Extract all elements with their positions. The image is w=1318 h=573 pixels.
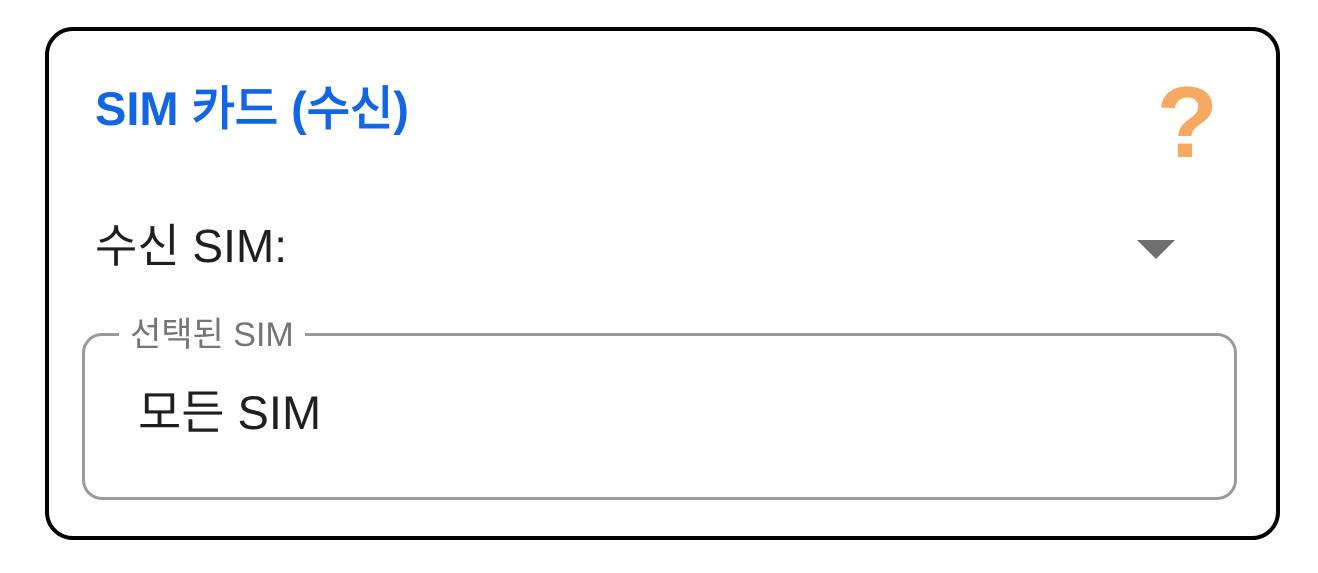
receive-sim-spinner[interactable]: 수신 SIM: — [49, 216, 1276, 280]
help-icon[interactable]: ? — [1156, 67, 1218, 179]
selected-sim-field[interactable]: 선택된 SIM 모든 SIM — [82, 315, 1237, 500]
sim-card-panel: SIM 카드 (수신) ? 수신 SIM: 선택된 SIM 모든 SIM — [45, 27, 1280, 540]
chevron-down-icon — [1137, 240, 1175, 259]
selected-sim-floating-label: 선택된 SIM — [119, 315, 305, 355]
sim-card-section-title: SIM 카드 (수신) — [95, 82, 409, 135]
selected-sim-value: 모든 SIM — [138, 386, 322, 439]
receive-sim-label: 수신 SIM: — [95, 220, 287, 272]
